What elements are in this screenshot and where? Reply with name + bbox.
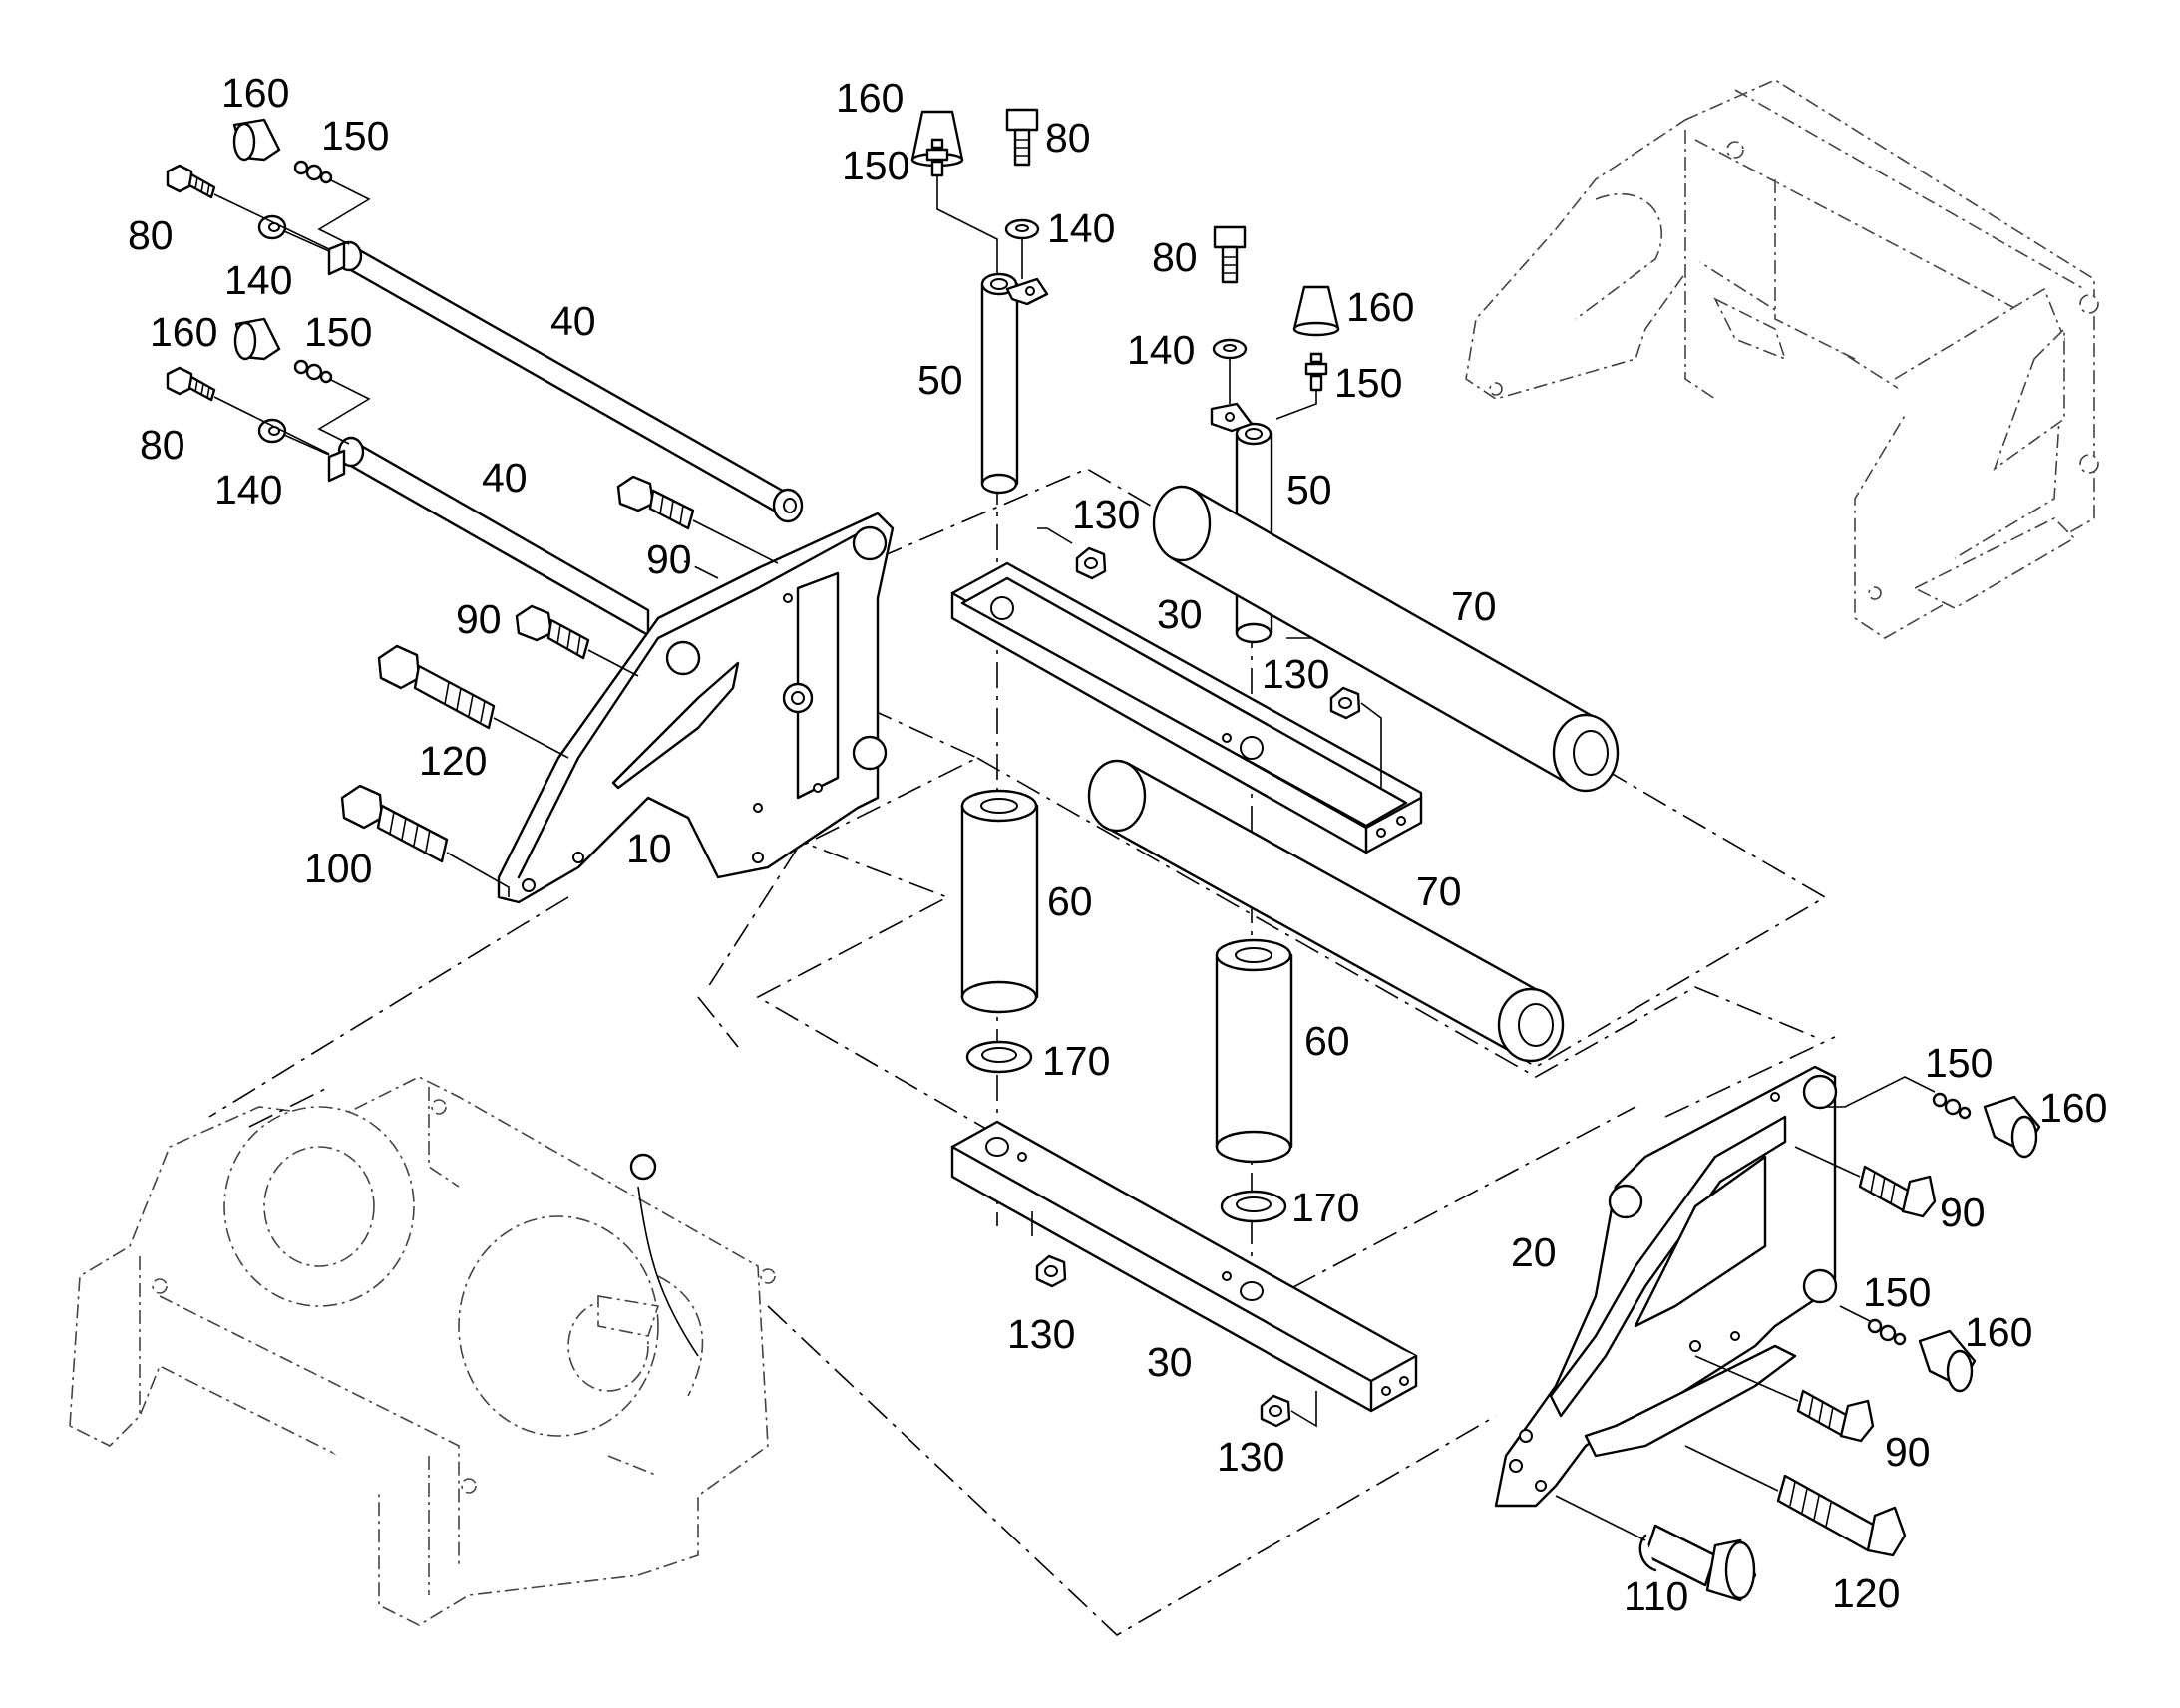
callout-50: 50 (917, 357, 963, 403)
bolt-90-c (1794, 1146, 1937, 1218)
washer-140-d (1212, 338, 1248, 404)
callout-20: 20 (1511, 1229, 1557, 1275)
bolt-120-b (1684, 1445, 1907, 1557)
callout-60: 60 (1304, 1018, 1350, 1064)
bolt-80-b (166, 366, 216, 402)
grease-nipple-150-d (1275, 352, 1328, 420)
callout-130: 130 (1007, 1311, 1075, 1357)
callout-10: 10 (626, 826, 672, 871)
callout-130: 130 (1262, 651, 1329, 697)
grease-cap-160-a (232, 118, 281, 162)
callout-90: 90 (646, 536, 692, 582)
bolt-100 (340, 784, 510, 897)
bolt-80-a (166, 164, 216, 199)
callout-30: 30 (1147, 1339, 1193, 1385)
callout-80: 80 (1045, 115, 1091, 161)
pin-50-left (980, 272, 1049, 495)
side-plate-10 (497, 512, 895, 904)
bolt-90-d (1694, 1355, 1875, 1443)
bushing-60-left (960, 789, 1039, 1014)
grease-nipple-150-a (293, 160, 333, 184)
callout-160: 160 (836, 75, 904, 121)
bolt-80-d (1213, 225, 1247, 284)
callout-140: 140 (1047, 205, 1115, 251)
grease-nipple-150-c (925, 138, 998, 274)
grease-nipple-150-f (1839, 1305, 1907, 1346)
nut-130-a (1037, 527, 1107, 580)
nut-130-c (1031, 1211, 1067, 1288)
roller-70-lower (1087, 759, 1565, 1063)
callout-170: 170 (1042, 1038, 1110, 1084)
callout-labels: 160 150 80 140 40 160 150 80 140 40 90 9… (128, 70, 2107, 1619)
callout-70: 70 (1416, 868, 1462, 914)
grease-nipple-150-e (1825, 1076, 1972, 1120)
callout-150: 150 (1863, 1269, 1931, 1315)
callout-60: 60 (1047, 878, 1093, 924)
callout-30: 30 (1157, 591, 1203, 637)
callout-140: 140 (214, 467, 282, 512)
callout-80: 80 (128, 212, 174, 258)
grease-cap-160-e (1983, 1095, 2041, 1159)
washer-140-b (257, 418, 287, 444)
callout-80: 80 (140, 422, 185, 468)
roller-70-upper (1152, 485, 1620, 793)
nut-130-b (1329, 686, 1382, 788)
cross-member-30-lower (950, 1120, 1418, 1413)
callout-160: 160 (221, 70, 289, 116)
callout-160: 160 (150, 309, 217, 355)
callout-150: 150 (321, 113, 389, 159)
callout-80: 80 (1152, 234, 1198, 280)
callout-150: 150 (1925, 1040, 1993, 1086)
assembly-overview (1465, 79, 2099, 639)
bolt-120-a (377, 644, 569, 759)
callout-40: 40 (482, 455, 528, 501)
callout-120: 120 (1832, 1570, 1900, 1616)
callout-110: 110 (1624, 1573, 1688, 1619)
callout-130: 130 (1072, 492, 1140, 537)
callout-130: 130 (1217, 1434, 1284, 1480)
grease-cap-160-f (1918, 1329, 1977, 1393)
callout-150: 150 (1334, 360, 1402, 406)
callout-40: 40 (550, 298, 596, 344)
bushing-60-right (1215, 938, 1293, 1164)
callout-50: 50 (1286, 467, 1332, 512)
bolt-90-b (515, 604, 639, 677)
leaders-left-cluster (213, 178, 371, 456)
washer-170-left (965, 1040, 1033, 1074)
callout-100: 100 (304, 846, 372, 891)
grease-cap-160-b (233, 317, 281, 361)
grease-nipple-150-b (293, 359, 333, 384)
bolt-90-a (616, 475, 779, 564)
callout-160: 160 (1346, 284, 1414, 330)
bolt-110 (1555, 1495, 1757, 1602)
callout-170: 170 (1291, 1185, 1359, 1230)
callout-90: 90 (1885, 1429, 1931, 1475)
washer-140-c (1004, 218, 1040, 279)
grease-cap-160-d (1292, 285, 1340, 337)
nut-130-d (1260, 1391, 1317, 1428)
cross-member-30-upper (950, 561, 1423, 854)
bolt-80-c (1005, 108, 1039, 167)
callout-140: 140 (224, 257, 292, 303)
callout-160: 160 (2039, 1085, 2107, 1131)
callout-140: 140 (1127, 327, 1195, 373)
assembly-overview-bottom (69, 1076, 776, 1626)
washer-140-a (257, 214, 287, 240)
callout-90: 90 (456, 596, 502, 642)
shaft-40-upper (327, 240, 804, 523)
washer-170-right (1220, 1190, 1287, 1223)
callout-150: 150 (842, 143, 909, 188)
callout-150: 150 (304, 309, 372, 355)
callout-90: 90 (1940, 1190, 1986, 1235)
callout-160: 160 (1965, 1309, 2032, 1355)
callout-70: 70 (1451, 583, 1497, 629)
callout-120: 120 (419, 738, 487, 784)
side-plate-20 (1494, 1065, 1838, 1508)
